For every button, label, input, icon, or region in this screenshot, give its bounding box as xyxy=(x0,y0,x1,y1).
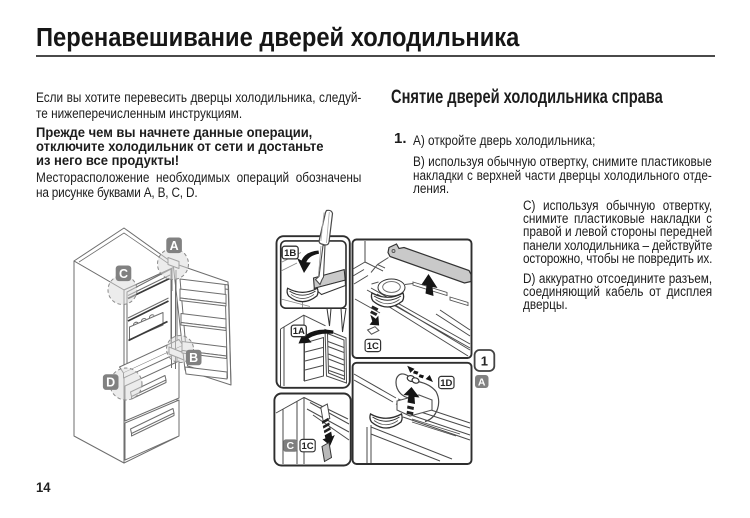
svg-text:1A: 1A xyxy=(293,326,305,337)
svg-text:A: A xyxy=(170,239,179,253)
svg-text:1B: 1B xyxy=(284,248,296,259)
svg-text:1C: 1C xyxy=(367,341,379,352)
svg-text:D: D xyxy=(106,376,115,390)
svg-text:B: B xyxy=(189,351,198,365)
svg-text:C: C xyxy=(287,440,295,452)
svg-text:C: C xyxy=(119,267,128,281)
svg-text:1C: 1C xyxy=(302,441,314,452)
svg-text:1: 1 xyxy=(481,354,488,369)
svg-text:A: A xyxy=(478,376,486,388)
svg-text:1D: 1D xyxy=(440,378,452,389)
